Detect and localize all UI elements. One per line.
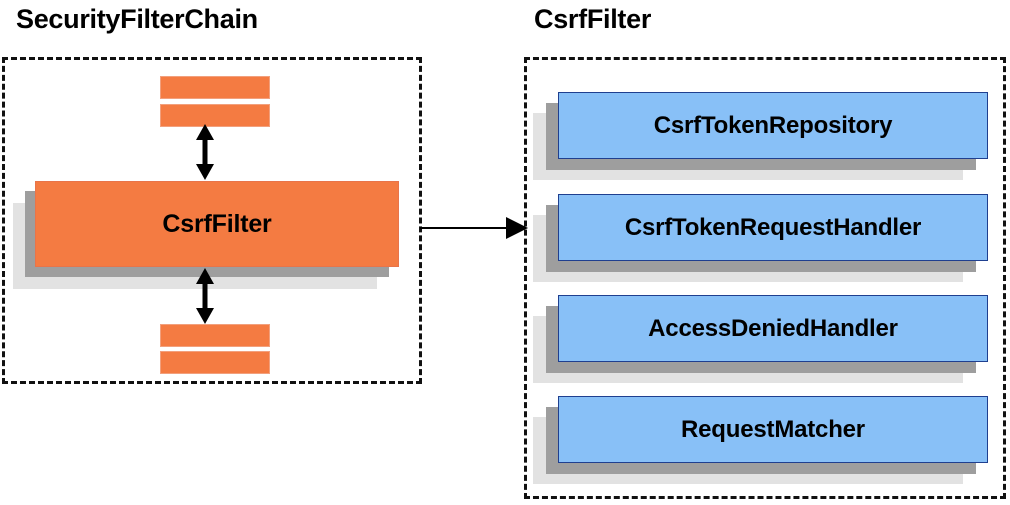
page-title-csrffilter: CsrfFilter [534, 4, 652, 34]
block-csrffilter[interactable]: CsrfFilter [35, 181, 399, 267]
block-csrftokenrequesthandler[interactable]: CsrfTokenRequestHandler [558, 194, 988, 261]
filter-bar-top-1 [160, 76, 270, 99]
csrffilter-panel [524, 57, 1006, 499]
block-accessdeniedhandler[interactable]: AccessDeniedHandler [558, 295, 988, 362]
securityfilterchain-panel [2, 57, 422, 384]
block-csrftokenrepository[interactable]: CsrfTokenRepository [558, 92, 988, 159]
block-requestmatcher[interactable]: RequestMatcher [558, 396, 988, 463]
expansion-arrow-icon [420, 217, 528, 239]
filter-bar-bottom-1 [160, 324, 270, 347]
page-title-securityfilterchain: SecurityFilterChain [16, 4, 258, 34]
double-arrow-bottom-icon [196, 268, 214, 324]
filter-bar-bottom-2 [160, 351, 270, 374]
double-arrow-top-icon [196, 124, 214, 180]
filter-bar-top-2 [160, 104, 270, 127]
